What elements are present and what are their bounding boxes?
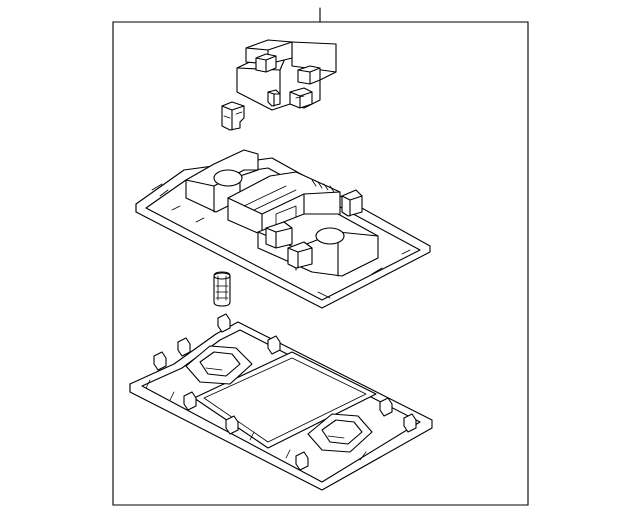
bulb bbox=[213, 271, 231, 307]
lamp-housing bbox=[135, 149, 431, 309]
small-clip bbox=[221, 101, 245, 131]
lens-cover bbox=[129, 313, 433, 491]
assembly-frame bbox=[112, 21, 529, 506]
switch-module bbox=[236, 39, 337, 111]
